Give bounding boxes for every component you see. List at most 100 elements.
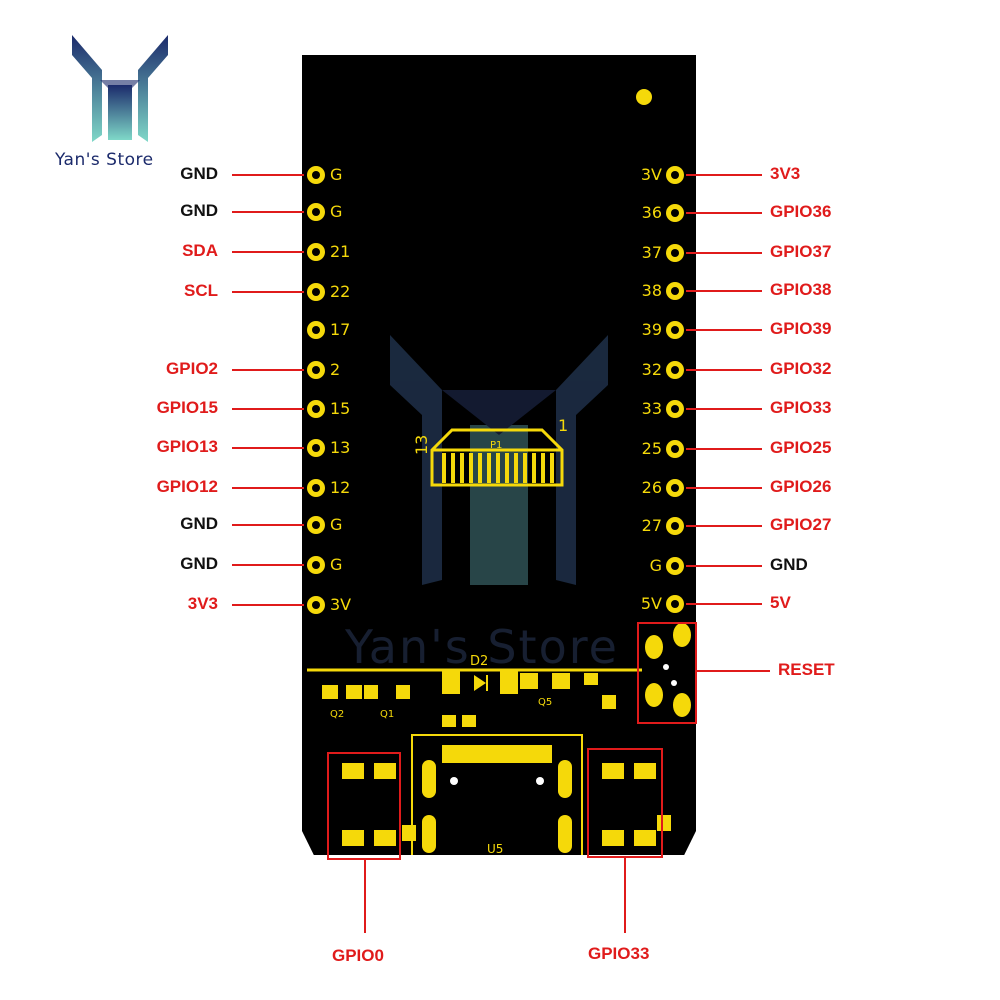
svg-text:Q5: Q5 — [538, 697, 552, 708]
pin-label-left: 3V3 — [187, 594, 218, 613]
pin-pad-left — [307, 479, 325, 497]
pin-silk-right: G — [649, 556, 662, 575]
pin-label-left: GPIO13 — [156, 437, 218, 456]
pin-silk-left: 21 — [330, 242, 351, 261]
mounting-dot — [636, 89, 652, 105]
pin-silk-right: 36 — [641, 203, 662, 222]
pin-label-right: GPIO26 — [770, 477, 832, 496]
pin-pad-left — [307, 361, 325, 379]
pin-label-left: GPIO12 — [156, 477, 218, 496]
pin-callout-line-left — [232, 291, 304, 293]
pin-silk-right: 5V — [640, 594, 662, 613]
pin-label-left: GND — [180, 201, 218, 220]
pin-callout-line-left — [232, 174, 304, 176]
pin-callout-line-right — [686, 212, 762, 214]
pin-label-right: GPIO37 — [770, 242, 832, 261]
pin-pad-right — [666, 282, 684, 300]
pin-callout-line-right — [686, 369, 762, 371]
connector-ref: P1 — [490, 440, 502, 451]
pin-pad-right — [666, 479, 684, 497]
pin-silk-right: 26 — [641, 478, 662, 497]
pin-pad-left — [307, 439, 325, 457]
pin-pad-left — [307, 596, 325, 614]
pin-pad-left — [307, 166, 325, 184]
pin-pad-right — [666, 166, 684, 184]
pin-label-right: GPIO36 — [770, 202, 832, 221]
pin-silk-right: 33 — [641, 399, 662, 418]
gpio0-callout-box — [327, 752, 401, 860]
pin-callout-line-right — [686, 448, 762, 450]
pin-pad-left — [307, 321, 325, 339]
pin-callout-line-left — [232, 564, 304, 566]
pin-callout-line-right — [686, 252, 762, 254]
usb-label: U5 — [487, 842, 503, 855]
pin-label-right: GPIO33 — [770, 398, 832, 417]
pin-label-left: GPIO15 — [156, 398, 218, 417]
pin-silk-right: 32 — [641, 360, 662, 379]
pin-silk-left: 13 — [330, 438, 351, 457]
pin-label-right: GND — [770, 555, 808, 574]
pin-label-right: GPIO39 — [770, 319, 832, 338]
pin-pad-right — [666, 244, 684, 262]
pin-pad-right — [666, 440, 684, 458]
pin-label-right: GPIO38 — [770, 280, 832, 299]
pin-silk-left: G — [330, 555, 343, 574]
pin-callout-line-left — [232, 447, 304, 449]
pin-callout-line-left — [232, 211, 304, 213]
store-name: Yan's Store — [55, 150, 154, 170]
pin-callout-line-right — [686, 525, 762, 527]
board-watermark: Yan's Store — [345, 620, 619, 674]
pin-label-left: SCL — [184, 281, 218, 300]
flex-connector — [430, 428, 564, 487]
pin-silk-left: 3V — [330, 595, 352, 614]
pin-callout-line-left — [232, 408, 304, 410]
pin-callout-line-left — [232, 487, 304, 489]
pin-label-left: GND — [180, 554, 218, 573]
pin-silk-right: 25 — [641, 439, 662, 458]
pin-callout-line-right — [686, 487, 762, 489]
gpio0-label: GPIO0 — [332, 946, 384, 965]
pin-silk-right: 38 — [641, 281, 662, 300]
watermark-logo — [390, 335, 608, 585]
pin-silk-left: G — [330, 515, 343, 534]
gpio0-callout-line — [364, 858, 366, 933]
pin-callout-line-right — [686, 565, 762, 567]
pin-silk-left: 22 — [330, 282, 351, 301]
pin-silk-left: 12 — [330, 478, 351, 497]
pin-label-left: GND — [180, 514, 218, 533]
pin-callout-line-right — [686, 174, 762, 176]
pin-pad-left — [307, 283, 325, 301]
gpio33-callout-box — [587, 748, 663, 858]
pin-callout-line-right — [686, 408, 762, 410]
pin-pad-right — [666, 204, 684, 222]
pin-pad-left — [307, 556, 325, 574]
pin-pad-right — [666, 557, 684, 575]
pin-pad-left — [307, 400, 325, 418]
pin-pad-right — [666, 361, 684, 379]
pcb-artwork: 13 1 P1 D2 Q2 Q1 Q5 U5 — [307, 89, 691, 855]
pin-silk-right: 39 — [641, 320, 662, 339]
pin-silk-left: 2 — [330, 360, 341, 379]
connector-left-label: 13 — [412, 435, 431, 455]
pin-silk-right: 27 — [641, 516, 662, 535]
pin-callout-line-left — [232, 524, 304, 526]
pin-callout-line-left — [232, 251, 304, 253]
diode-label: D2 — [470, 654, 488, 669]
pin-pad-left — [307, 516, 325, 534]
pin-silk-right: 3V — [640, 165, 662, 184]
pin-silk-left: 17 — [330, 320, 351, 339]
usb-connector — [411, 734, 583, 855]
reset-label: RESET — [778, 660, 835, 679]
gpio33-callout-line — [624, 856, 626, 933]
pin-label-left: GPIO2 — [166, 359, 218, 378]
pin-callout-line-left — [232, 369, 304, 371]
reset-callout-box — [637, 622, 697, 724]
pin-silk-left: G — [330, 165, 343, 184]
pin-silk-left: G — [330, 202, 343, 221]
svg-text:Q1: Q1 — [380, 709, 394, 720]
pin-callout-line-right — [686, 329, 762, 331]
pin-pad-right — [666, 517, 684, 535]
pin-label-right: 5V — [770, 593, 791, 612]
pin-silk-left: 15 — [330, 399, 351, 418]
store-logo — [72, 35, 168, 142]
